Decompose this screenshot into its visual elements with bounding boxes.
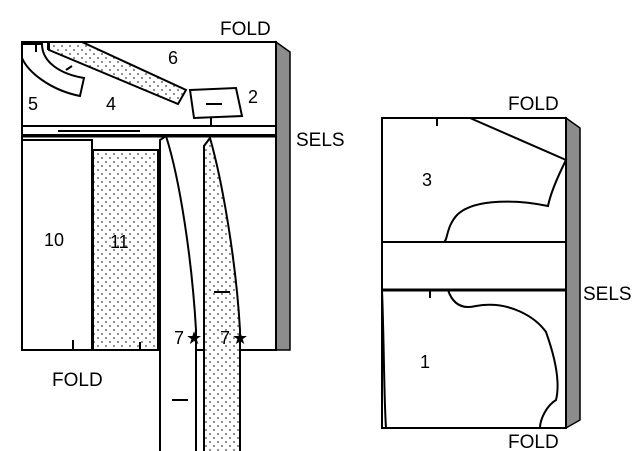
piece-1-label: 1 bbox=[420, 352, 430, 372]
piece-1-shape bbox=[447, 289, 559, 429]
right-lower-section bbox=[381, 289, 567, 429]
notch bbox=[65, 65, 73, 71]
left-fold-top-label: FOLD bbox=[220, 19, 271, 40]
notch-star-icon: ★ bbox=[232, 328, 248, 348]
piece-7b-label: 7 bbox=[220, 328, 230, 348]
right-fold-top-label: FOLD bbox=[508, 94, 559, 115]
right-upper-section bbox=[381, 117, 567, 243]
right-selvage-label: SELS bbox=[583, 284, 632, 305]
right-selvage-edge bbox=[565, 116, 581, 430]
piece-7-right-shape bbox=[203, 135, 241, 451]
left-layout: FOLD SELS FOLD 6 5 4 2 10 11 7 ★ 7 ★ bbox=[21, 19, 345, 451]
piece-5-label: 5 bbox=[28, 94, 38, 114]
piece-7-left-shape bbox=[159, 134, 197, 451]
right-fold-bottom-label: FOLD bbox=[508, 432, 559, 451]
piece-11-shape bbox=[92, 149, 159, 351]
piece-5-shape bbox=[21, 43, 86, 98]
piece-3-label: 3 bbox=[422, 170, 432, 190]
piece-10-label: 10 bbox=[44, 230, 64, 250]
piece-11-label: 11 bbox=[110, 232, 129, 252]
piece-6-label: 6 bbox=[168, 48, 178, 68]
piece-10-shape bbox=[21, 139, 93, 351]
left-selvage-edge bbox=[275, 40, 291, 351]
piece-3-shape bbox=[443, 117, 568, 243]
left-fold-bottom-label: FOLD bbox=[52, 370, 103, 391]
piece-4-label: 4 bbox=[106, 94, 116, 114]
piece-6-shape bbox=[48, 41, 188, 106]
piece-1-side-seam bbox=[381, 289, 387, 429]
notch-star-icon: ★ bbox=[186, 328, 202, 348]
piece-7a-label: 7 bbox=[174, 328, 184, 348]
piece-2-label: 2 bbox=[248, 87, 258, 107]
right-layout: FOLD SELS FOLD 3 1 bbox=[381, 94, 632, 451]
left-selvage-label: SELS bbox=[296, 130, 345, 151]
